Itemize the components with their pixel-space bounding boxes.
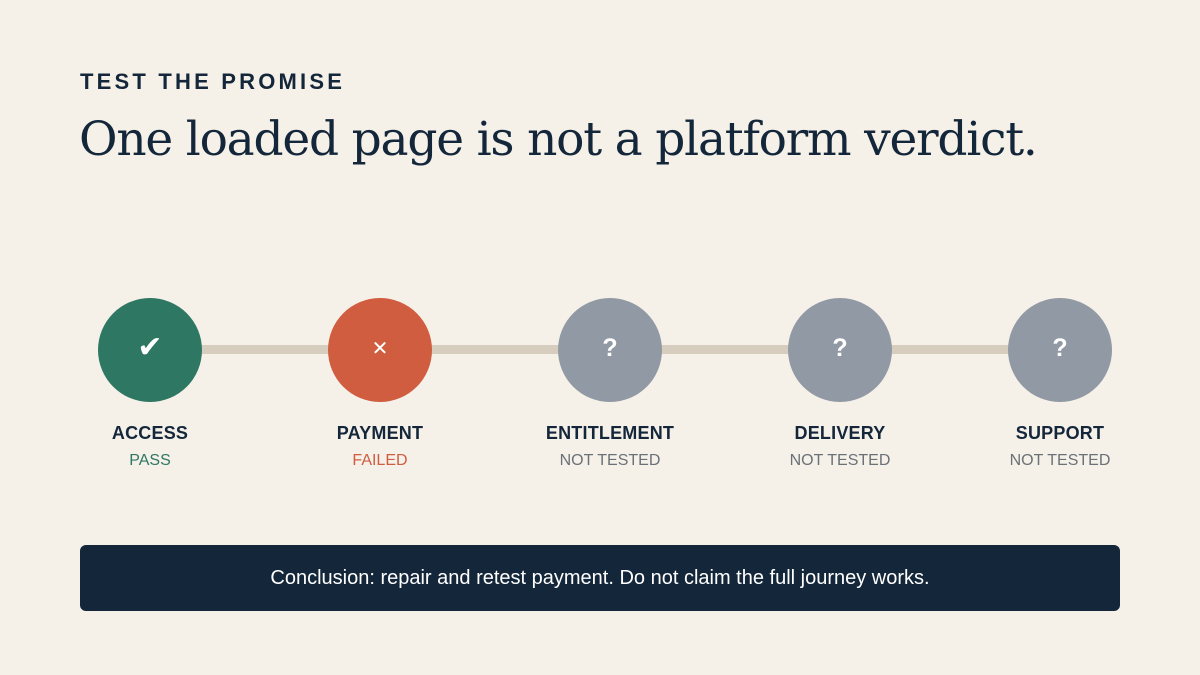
- stage-entitlement-status: NOT TESTED: [559, 452, 661, 469]
- conclusion-banner: Conclusion: repair and retest payment. D…: [80, 545, 1120, 611]
- stage-delivery-circle: ?: [788, 298, 892, 402]
- stage-support-circle: ?: [1008, 298, 1112, 402]
- stage-support-label: SUPPORT: [1015, 423, 1105, 443]
- stage-payment-circle: ✕: [328, 298, 432, 402]
- stage-support-status: NOT TESTED: [1009, 452, 1111, 469]
- stage-delivery-label: DELIVERY: [794, 423, 886, 443]
- stage-access-status: PASS: [129, 452, 171, 469]
- stage-entitlement-label: ENTITLEMENT: [545, 423, 675, 443]
- stage-payment-label: PAYMENT: [336, 423, 424, 443]
- stage-entitlement: ? ENTITLEMENT NOT TESTED: [530, 298, 690, 471]
- conclusion-text: Conclusion: repair and retest payment. D…: [270, 567, 930, 589]
- page-title: One loaded page is not a platform verdic…: [79, 112, 1038, 167]
- stage-delivery: ? DELIVERY NOT TESTED: [760, 298, 920, 471]
- question-icon: ?: [1052, 333, 1068, 362]
- stage-payment-status: FAILED: [352, 452, 408, 469]
- stage-access-circle: ✔: [98, 298, 202, 402]
- check-icon: ✔: [137, 330, 163, 365]
- stage-payment: ✕ PAYMENT FAILED: [300, 298, 460, 471]
- eyebrow-label: TEST THE PROMISE: [80, 69, 346, 94]
- question-icon: ?: [602, 333, 618, 362]
- stage-access: ✔ ACCESS PASS: [70, 298, 230, 471]
- stage-access-label: ACCESS: [111, 423, 189, 443]
- question-icon: ?: [832, 333, 848, 362]
- stage-support: ? SUPPORT NOT TESTED: [980, 298, 1140, 471]
- stage-delivery-status: NOT TESTED: [789, 452, 891, 469]
- stage-entitlement-circle: ?: [558, 298, 662, 402]
- x-icon: ✕: [371, 336, 389, 360]
